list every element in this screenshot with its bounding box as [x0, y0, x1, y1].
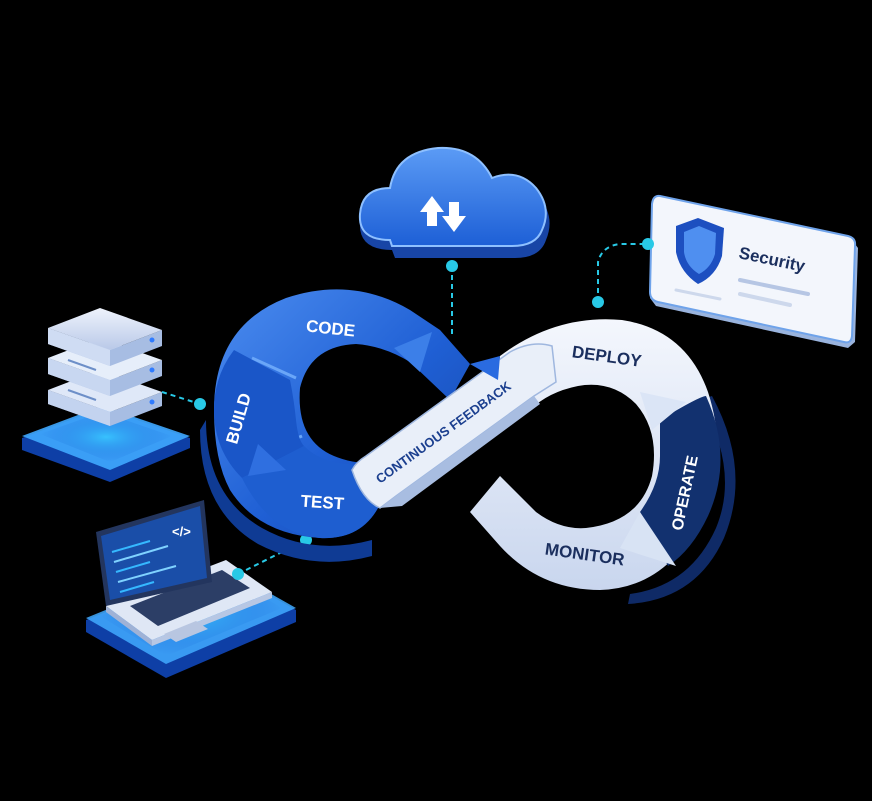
sync-arrows-icon	[420, 196, 466, 232]
svg-text:</>: </>	[172, 524, 191, 539]
security-text-line	[738, 292, 792, 307]
connector-dot-laptop	[300, 534, 312, 546]
laptop-code-icon: </>	[96, 500, 272, 646]
connector-dot-laptop-end	[232, 568, 244, 580]
connector-dot-server	[194, 398, 206, 410]
stage-test: TEST	[300, 492, 345, 514]
connector-server	[161, 391, 201, 405]
cloud	[358, 146, 550, 258]
infinity-loop: CONTINUOUS FEEDBACK CODE BUILD TEST DEPL…	[200, 289, 736, 604]
connector-dot-security	[592, 296, 604, 308]
shield-icon	[676, 218, 724, 284]
security-text-line	[674, 288, 722, 301]
laptop: </>	[86, 500, 296, 678]
server-icon	[48, 308, 162, 426]
connector-dot-cloud	[446, 260, 458, 272]
connector-dot-security-end	[642, 238, 654, 250]
security-card: Security	[648, 194, 858, 348]
server-stack	[22, 308, 190, 482]
security-text-line	[738, 278, 810, 296]
connector-security	[597, 243, 648, 302]
